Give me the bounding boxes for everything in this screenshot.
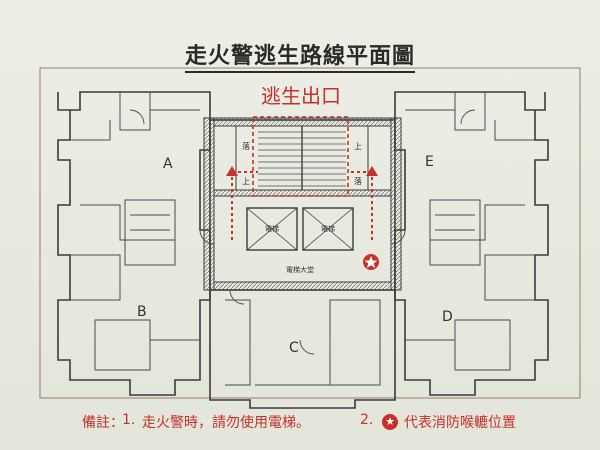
escape-exit-zone <box>252 116 349 197</box>
lift-label-2: 電梯 <box>321 225 335 233</box>
unit-label-c: C <box>289 340 299 356</box>
note-1-number: 1. <box>122 412 136 428</box>
staircase <box>235 125 369 191</box>
unit-label-a: A <box>163 156 173 172</box>
unit-label-d: D <box>442 309 453 325</box>
note-2-text: 代表消防喉轆位置 <box>404 415 516 431</box>
escape-route <box>231 171 373 240</box>
unit-label-b: B <box>137 304 147 320</box>
stair-label-left-down: 落 <box>242 142 250 151</box>
lift-label-1: 電梯 <box>265 225 279 233</box>
plan-title: 走火警逃生路線平面圖 <box>0 38 600 73</box>
note-prefix: 備註： <box>82 415 124 431</box>
exit-label: 逃生出口 <box>261 84 341 108</box>
unit-label-e: E <box>425 154 434 170</box>
lift-shafts <box>246 207 354 251</box>
plan-frame <box>39 67 581 399</box>
stair-label-right-down: 落 <box>354 177 362 186</box>
door-swings <box>129 109 476 355</box>
lift-lobby-label: 電梯大堂 <box>286 266 314 274</box>
fire-hose-reel-marker <box>363 254 379 270</box>
route-arrows <box>226 166 378 176</box>
note-2-number: 2. <box>360 412 374 428</box>
stair-label-left-up: 上 <box>242 177 250 186</box>
interior-partitions <box>70 92 535 386</box>
stair-label-right-up: 上 <box>354 142 362 151</box>
star-in-circle-icon: ★ <box>382 414 398 430</box>
note-1-text: 走火警時，請勿使用電梯。 <box>142 415 310 431</box>
